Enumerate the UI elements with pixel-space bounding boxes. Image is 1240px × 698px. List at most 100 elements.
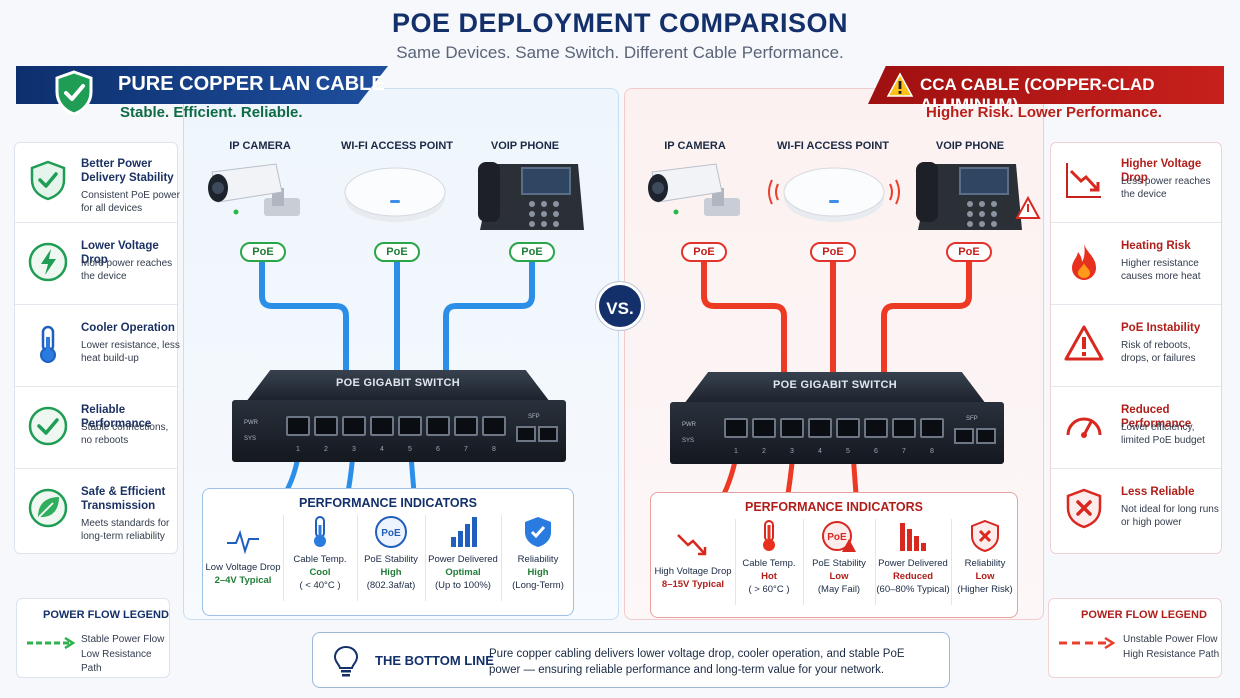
port-number: 4 [818, 448, 822, 455]
device-label-access-point: WI-FI ACCESS POINT [776, 140, 890, 152]
ethernet-port [426, 416, 450, 436]
ethernet-port [286, 416, 310, 436]
metric-value: Low [829, 571, 849, 582]
device-label-camera: IP CAMERA [664, 140, 726, 152]
poe-warning-icon: PoE [822, 521, 856, 552]
feature-item: Lower Voltage Drop More power reaches th… [15, 225, 177, 305]
metric-value: High [380, 567, 402, 578]
voip-phone-icon [916, 162, 1041, 230]
leaf-icon [28, 488, 68, 528]
feature-desc: Less power reaches the device [1121, 176, 1211, 200]
feature-item: Reliable Performance Stable connections,… [15, 389, 177, 469]
metric-poe: PoE PoE Stability Low (May Fail) [805, 519, 873, 596]
thermometer-icon [763, 520, 775, 551]
metric-label: Cable Temp. [742, 558, 796, 569]
metric-power: Power Delivered Reduced (60–80% Typical) [875, 519, 951, 596]
divider [735, 519, 736, 605]
metric-detail: (60–80% Typical) [876, 584, 950, 595]
port-number: 1 [734, 448, 738, 455]
feature-item: Safe & Efficient Transmission Meets stan… [15, 471, 177, 551]
shield-check-icon [30, 160, 66, 201]
divider [425, 515, 426, 601]
metric-reliability: Reliability High (Long-Term) [503, 515, 573, 592]
sfp-port [976, 428, 996, 444]
metric-value: Hot [761, 571, 777, 582]
switch-ports: 1 2 3 4 5 6 7 8 [286, 416, 516, 460]
sfp-port [516, 426, 536, 442]
port-number: 5 [408, 446, 412, 453]
legend-line: High Resistance Path [1123, 649, 1220, 660]
feature-item: Cooler Operation Lower resistance, less … [15, 307, 180, 387]
bar-chart-down-icon [900, 523, 926, 551]
port-number: 7 [902, 448, 906, 455]
copper-tagline: Stable. Efficient. Reliable. [120, 104, 303, 121]
port-number: 7 [464, 446, 468, 453]
sys-led-label: SYS [682, 438, 695, 444]
feature-desc: Stable connections, no reboots [81, 422, 169, 446]
copper-performance-indicators: PERFORMANCE INDICATORS Low Voltage Drop … [202, 488, 574, 616]
trend-down-icon [677, 534, 707, 556]
metric-detail: ( > 60°C ) [748, 584, 790, 595]
metric-value: Low [975, 571, 995, 582]
metric-detail: (Up to 100%) [435, 580, 491, 591]
svg-text:PoE: PoE [381, 528, 401, 539]
ethernet-port [454, 416, 478, 436]
feature-desc: Consistent PoE power for all devices [81, 190, 180, 214]
poe-badge: PoE [374, 242, 420, 262]
perf-title: PERFORMANCE INDICATORS [744, 500, 923, 514]
feature-title: Reduced Performance [1121, 404, 1192, 430]
metric-temp: Cable Temp. Hot ( > 60°C ) [737, 519, 801, 596]
warning-icon [886, 72, 914, 97]
ethernet-port [482, 416, 506, 436]
port-number: 3 [352, 446, 356, 453]
feature-title: Better Power Delivery Stability [81, 158, 174, 184]
ethernet-port [398, 416, 422, 436]
poe-badge: PoE [810, 242, 856, 262]
feature-item: Higher Voltage Drop Less power reaches t… [1051, 143, 1221, 223]
bar-chart-icon [451, 517, 477, 547]
legend-line: Stable Power Flow [81, 634, 165, 645]
port-number: 8 [930, 448, 934, 455]
gauge-icon [1066, 417, 1102, 438]
cca-tagline: Higher Risk. Lower Performance. [926, 104, 1162, 121]
bottom-line-title: THE BOTTOM LINE [375, 653, 494, 668]
metric-value: Cool [309, 567, 331, 578]
feature-item: Better Power Delivery Stability Consiste… [15, 143, 180, 223]
ethernet-port [370, 416, 394, 436]
flame-icon [1072, 244, 1096, 280]
metric-power: Power Delivered Optimal (Up to 100%) [427, 515, 499, 592]
feature-title: Higher Voltage Drop [1121, 158, 1202, 184]
cca-legend: POWER FLOW LEGEND Unstable Power Flow Hi… [1048, 598, 1222, 678]
ethernet-port [780, 418, 804, 438]
waveform-icon [227, 529, 259, 555]
device-label-voip-phone: VOIP PHONE [935, 140, 1005, 152]
cca-banner [868, 66, 1224, 104]
copper-banner-title: PURE COPPER LAN CABLE [118, 73, 385, 95]
ip-camera-icon [648, 163, 740, 216]
poe-badge: PoE [681, 242, 727, 262]
bottom-line-callout: THE BOTTOM LINE Pure copper cabling deli… [312, 632, 950, 688]
ethernet-port [342, 416, 366, 436]
device-label-camera: IP CAMERA [229, 140, 291, 152]
pwr-led-label: PWR [244, 420, 258, 426]
metric-value: 2–4V Typical [214, 575, 272, 586]
shield-x-icon [1066, 488, 1102, 529]
metric-poe: PoE PoE Stability High (802.3af/at) [359, 515, 423, 592]
shield-check-icon [525, 517, 551, 547]
device-label-voip-phone: VOIP PHONE [490, 140, 560, 152]
legend-title: POWER FLOW LEGEND [1081, 609, 1207, 621]
thermometer-icon [314, 516, 326, 547]
metric-voltage: Low Voltage Drop 2–4V Typical [205, 523, 281, 587]
metric-detail: (May Fail) [817, 584, 861, 595]
metric-detail: (Long-Term) [512, 580, 564, 591]
feature-item: Heating Risk Higher resistance causes mo… [1051, 225, 1221, 305]
metric-detail: (Higher Risk) [957, 584, 1013, 595]
metric-label: High Voltage Drop [654, 566, 732, 577]
feature-desc: Risk of reboots, drops, or failures [1121, 340, 1196, 364]
port-number: 2 [324, 446, 328, 453]
port-number: 6 [874, 448, 878, 455]
divider [803, 519, 804, 605]
poe-badge: PoE [509, 242, 555, 262]
port-number: 6 [436, 446, 440, 453]
